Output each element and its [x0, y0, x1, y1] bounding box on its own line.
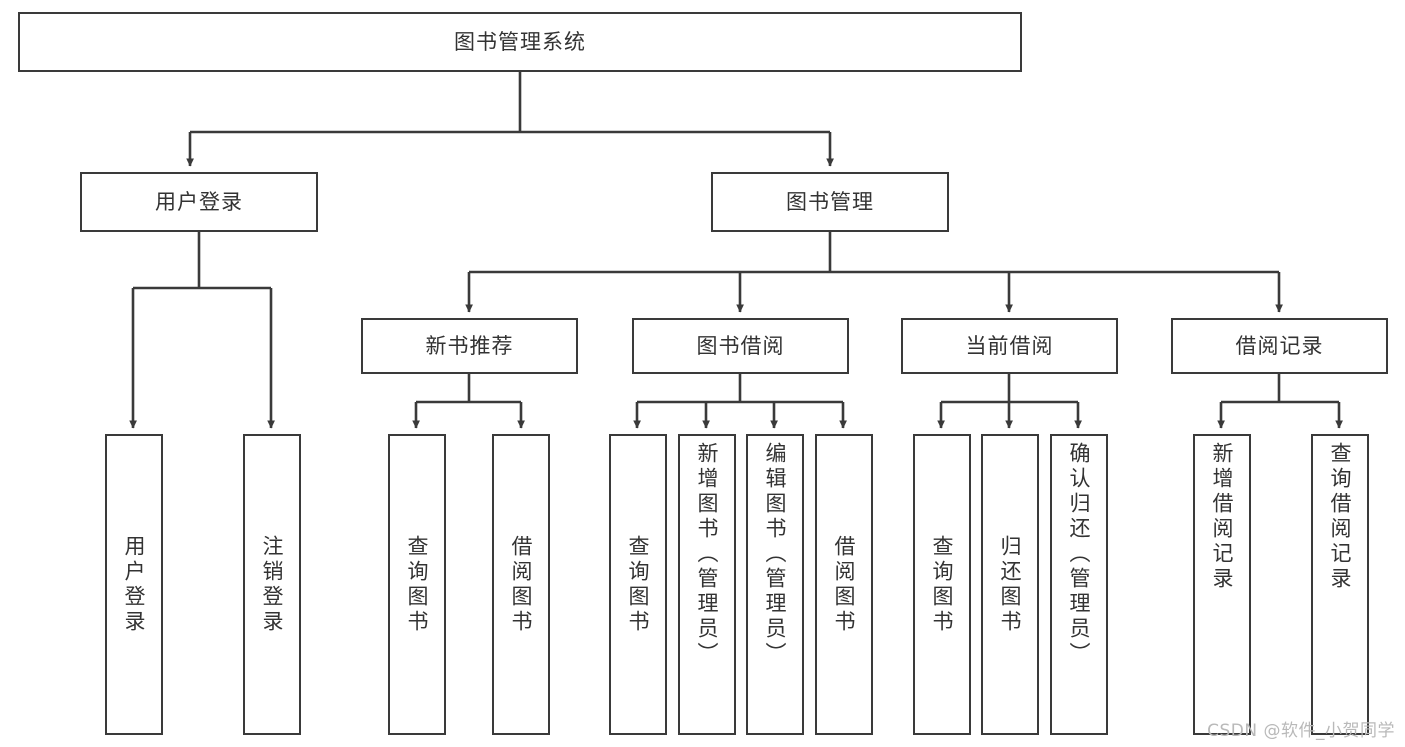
leaf-query-borrowing-record[interactable]: 查询借阅记录	[1311, 434, 1369, 735]
node-label: 查询图书	[626, 534, 651, 635]
node-new-book-recommendation[interactable]: 新书推荐	[361, 318, 578, 374]
node-label: 借阅图书	[509, 534, 534, 635]
node-book-borrowing[interactable]: 图书借阅	[632, 318, 849, 374]
node-label: 借阅记录	[1235, 333, 1324, 358]
watermark: CSDN @软件_小贺同学	[1207, 721, 1395, 741]
leaf-confirm-return-admin[interactable]: 确认归还（管理员）	[1050, 434, 1108, 735]
leaf-logout[interactable]: 注销登录	[243, 434, 301, 735]
leaf-add-borrowing-record[interactable]: 新增借阅记录	[1193, 434, 1251, 735]
node-root-book-management-system[interactable]: 图书管理系统	[18, 12, 1022, 72]
node-label: 查询图书	[930, 534, 955, 635]
node-label: 当前借阅	[965, 333, 1054, 358]
node-book-management[interactable]: 图书管理	[711, 172, 949, 232]
leaf-borrow-books-borrowing[interactable]: 借阅图书	[815, 434, 873, 735]
leaf-query-books-borrowing[interactable]: 查询图书	[609, 434, 667, 735]
leaf-add-book-admin[interactable]: 新增图书（管理员）	[678, 434, 736, 735]
node-label: 新增图书（管理员）	[695, 442, 720, 667]
node-label: 查询借阅记录	[1328, 442, 1353, 592]
node-borrowing-records[interactable]: 借阅记录	[1171, 318, 1388, 374]
leaf-return-books[interactable]: 归还图书	[981, 434, 1039, 735]
node-current-borrowing[interactable]: 当前借阅	[901, 318, 1118, 374]
leaf-query-books-current[interactable]: 查询图书	[913, 434, 971, 735]
node-label: 借阅图书	[832, 534, 857, 635]
node-label: 新增借阅记录	[1210, 442, 1235, 592]
node-label: 归还图书	[998, 534, 1023, 635]
node-user-login[interactable]: 用户登录	[80, 172, 318, 232]
node-label: 图书管理系统	[454, 29, 586, 54]
leaf-user-login[interactable]: 用户登录	[105, 434, 163, 735]
leaf-query-books-recommendation[interactable]: 查询图书	[388, 434, 446, 735]
node-label: 用户登录	[122, 534, 147, 635]
node-label: 图书借阅	[696, 333, 785, 358]
leaf-borrow-books-recommendation[interactable]: 借阅图书	[492, 434, 550, 735]
node-label: 编辑图书（管理员）	[763, 442, 788, 667]
leaf-edit-book-admin[interactable]: 编辑图书（管理员）	[746, 434, 804, 735]
node-label: 查询图书	[405, 534, 430, 635]
node-label: 确认归还（管理员）	[1067, 442, 1092, 667]
node-label: 注销登录	[260, 534, 285, 635]
node-label: 新书推荐	[425, 333, 514, 358]
node-label: 用户登录	[155, 189, 243, 214]
node-label: 图书管理	[786, 189, 874, 214]
